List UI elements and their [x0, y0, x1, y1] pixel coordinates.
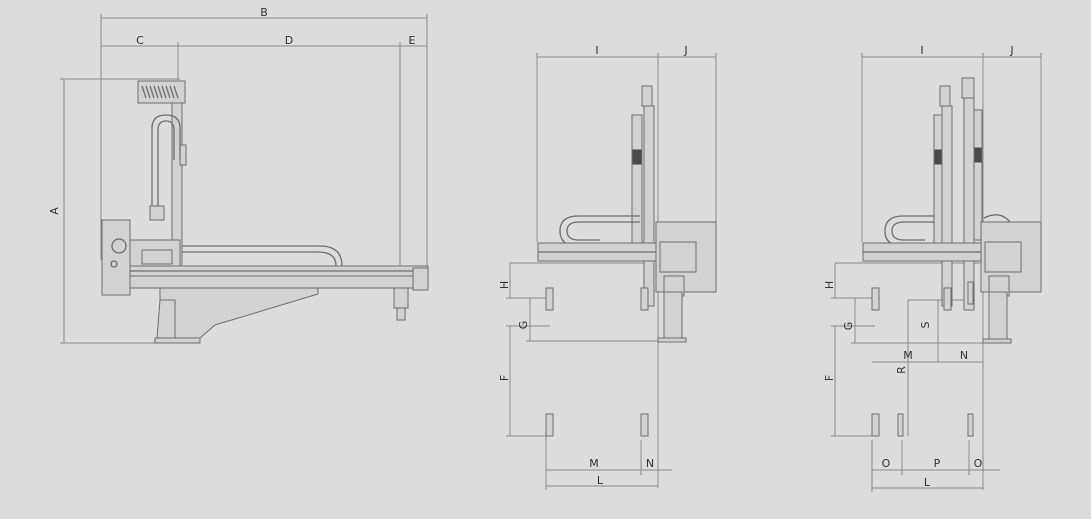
base-plate: [154, 337, 201, 344]
vertical-column-2: [963, 97, 975, 311]
control-box: [101, 219, 131, 296]
dim-label-e: E: [409, 34, 416, 47]
gripper-lower-right: [967, 413, 974, 437]
gripper-lower-left: [545, 413, 554, 437]
dim-label-l-middle: L: [597, 474, 604, 487]
dim-label-i-right: I: [920, 44, 923, 57]
dim-label-m-right: M: [903, 349, 913, 362]
dim-label-j-middle: J: [683, 44, 687, 57]
dim-label-a: A: [48, 207, 61, 215]
gripper-upper-mid: [943, 287, 952, 311]
gripper-lower-left: [871, 413, 880, 437]
vertical-column-1: [941, 105, 953, 307]
dim-label-b: B: [260, 6, 268, 19]
dim-label-h-middle: H: [498, 281, 511, 289]
front-view-single: I J H G F M N L: [498, 44, 717, 490]
cable-loop: [151, 114, 181, 208]
top-motor-box: [137, 80, 186, 104]
dim-label-i-middle: I: [595, 44, 598, 57]
side-view: B C D E A: [48, 6, 429, 344]
dim-label-l-right: L: [924, 476, 931, 489]
dim-label-n-right: N: [960, 349, 968, 362]
horizontal-cable: [182, 245, 343, 267]
dim-label-s: S: [919, 321, 932, 328]
dim-label-h-right: H: [823, 281, 836, 289]
support-leg: [988, 291, 1008, 341]
middle-machine: [537, 85, 717, 437]
dim-label-f-middle: F: [498, 375, 511, 381]
front-view-double: I J H G F S R M N O P O L: [823, 44, 1042, 492]
gripper-upper-left: [871, 287, 880, 311]
dial-icon: [111, 238, 127, 254]
right-machine: [862, 77, 1042, 437]
vent-slots-icon: [141, 85, 179, 99]
dim-label-p: P: [934, 457, 941, 470]
right-gripper: [393, 287, 409, 309]
dim-label-j-right: J: [1009, 44, 1013, 57]
gripper-upper-left: [545, 287, 554, 311]
dim-label-r: R: [895, 366, 908, 374]
dim-label-n-middle: N: [646, 457, 654, 470]
dim-label-o-left: O: [882, 457, 891, 470]
dim-label-g-middle: G: [517, 321, 530, 330]
gripper-upper-right: [640, 287, 649, 311]
gripper-lower-mid: [897, 413, 904, 437]
dim-label-f-right: F: [823, 375, 836, 381]
vertical-column: [643, 105, 655, 307]
side-view-dimensions: [60, 14, 428, 344]
support-leg: [663, 291, 683, 341]
gripper-upper-right: [967, 281, 974, 305]
cable-loop: [559, 215, 640, 247]
base-stand: [159, 287, 319, 339]
side-view-machine: [101, 80, 429, 344]
dim-label-d: D: [285, 34, 293, 47]
gripper-lower-right: [640, 413, 649, 437]
dim-label-m-middle: M: [589, 457, 599, 470]
dim-label-g-right: G: [842, 322, 855, 331]
dim-label-o-right: O: [974, 457, 983, 470]
dim-label-c: C: [136, 34, 144, 47]
